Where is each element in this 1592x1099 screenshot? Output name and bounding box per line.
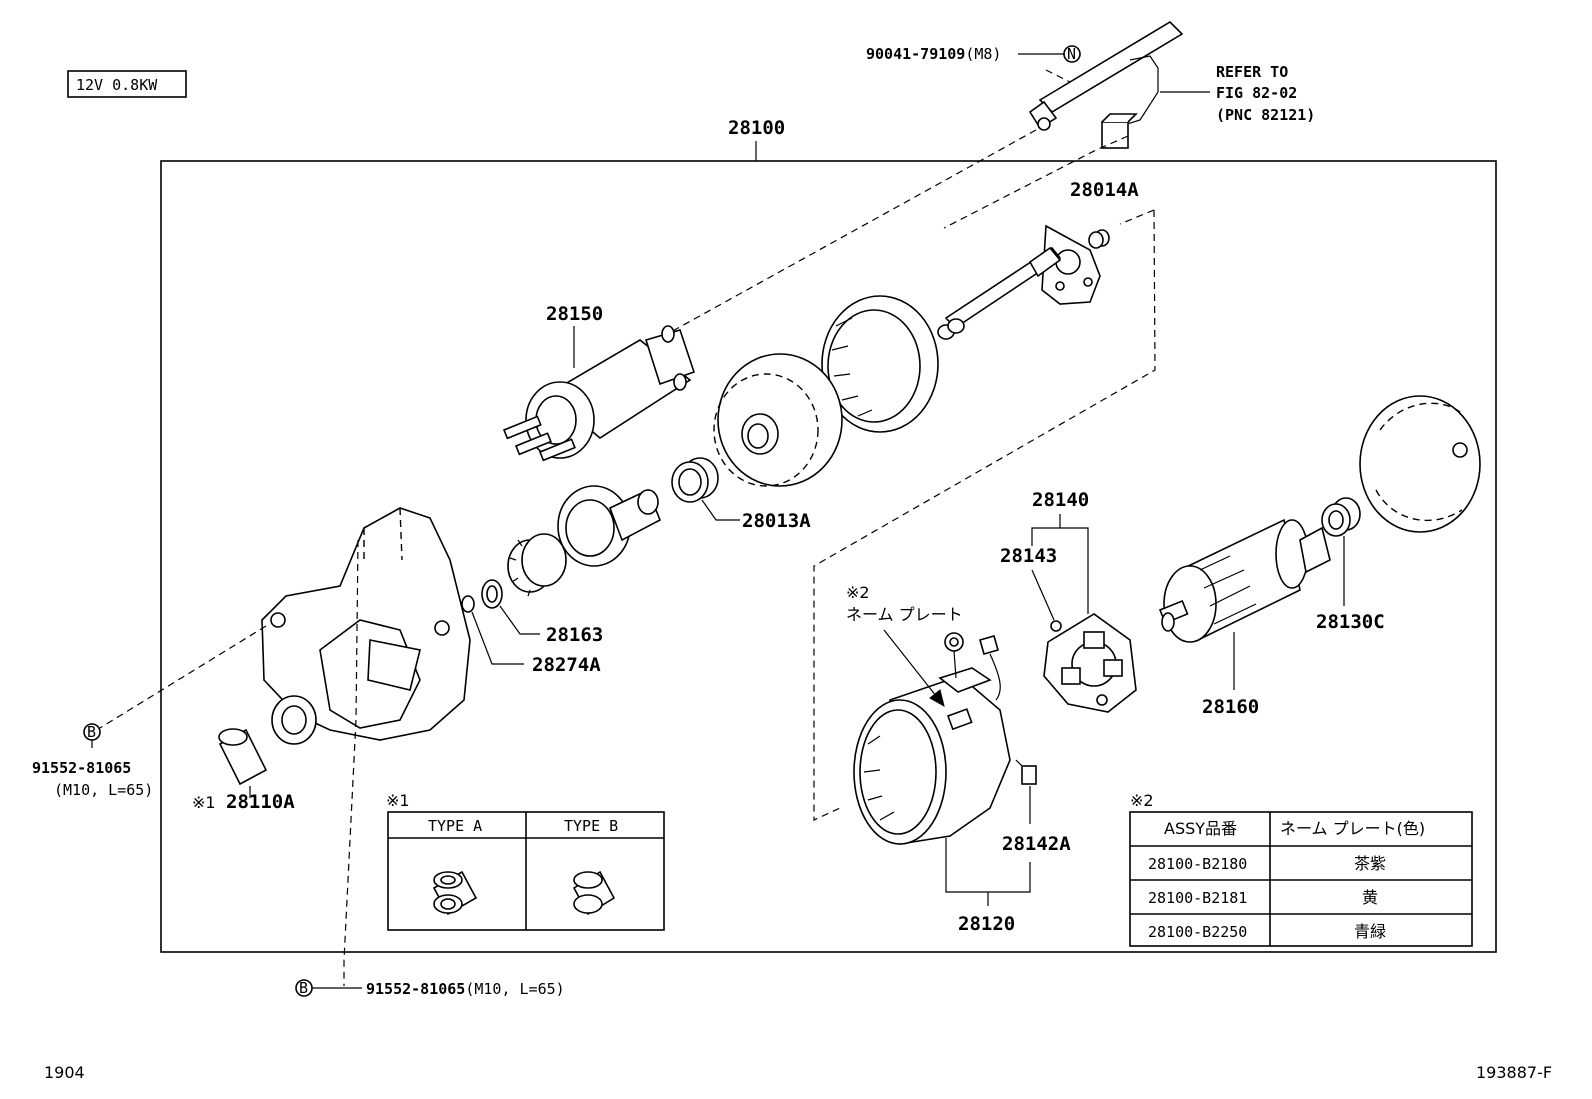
assy-row-3-color: 青緑	[1354, 922, 1386, 941]
label-28014A: 28014A	[1070, 179, 1139, 201]
part-28163-pinion	[507, 533, 567, 597]
label-28130C: 28130C	[1316, 611, 1385, 633]
label-28110A-mark: ※1	[192, 793, 216, 812]
bolt-n-part: 90041-79109(M8)	[866, 45, 1001, 63]
part-28120-field-frame	[853, 632, 1037, 845]
part-28274A-washer	[461, 579, 503, 613]
assembly-number: 28100	[728, 117, 785, 139]
part-28110A-bush	[218, 728, 268, 786]
label-28160: 28160	[1202, 696, 1259, 718]
label-28163: 28163	[546, 624, 603, 646]
type-table-col-b: TYPE B	[564, 817, 618, 835]
part-28013A-shape	[671, 457, 719, 503]
nameplate-label: ネーム プレート	[846, 605, 963, 624]
label-28143: 28143	[1000, 545, 1057, 567]
bolt-n-dash	[1045, 69, 1071, 83]
label-28110A: 28110A	[226, 791, 295, 813]
assembly-frame	[160, 160, 1497, 953]
leader-28140	[1031, 514, 1089, 614]
type-table-mark: ※1	[386, 791, 410, 810]
nameplate-mark: ※2	[846, 583, 870, 602]
assy-row-1-color: 茶紫	[1354, 854, 1386, 873]
bolt-b-bottom-part: 91552-81065(M10, L=65)	[366, 980, 565, 998]
assy-table	[1129, 811, 1473, 947]
label-28120: 28120	[958, 913, 1015, 935]
label-28013A: 28013A	[742, 510, 811, 532]
bolt-n-marker: N	[1067, 45, 1076, 63]
type-b-bush-icon	[572, 870, 616, 916]
label-28140: 28140	[1032, 489, 1089, 511]
bolt-b-left-dash	[99, 625, 267, 729]
assy-row-1-assy: 28100-B2180	[1148, 855, 1247, 873]
part-28130C-bearing	[1321, 497, 1361, 537]
refer-line2: FIG 82-02	[1216, 84, 1297, 102]
clutch	[557, 485, 662, 567]
footer-left: 1904	[44, 1063, 85, 1082]
spec-label-box	[67, 70, 187, 98]
bolt-b-left-size: (M10, L=65)	[54, 781, 153, 799]
part-28150-solenoid	[502, 325, 696, 462]
type-table	[387, 811, 665, 931]
leader-28163	[499, 605, 540, 635]
label-28274A: 28274A	[532, 654, 601, 676]
part-28014A-shape	[1088, 229, 1110, 249]
label-28150: 28150	[546, 303, 603, 325]
refer-line3: (PNC 82121)	[1216, 106, 1315, 124]
end-frame	[1359, 395, 1481, 533]
assy-header-assy: ASSY品番	[1164, 819, 1237, 838]
bolt-b-bottom-dash	[343, 539, 359, 986]
part-28140-brush-holder	[1043, 613, 1137, 713]
label-28142A: 28142A	[1002, 833, 1071, 855]
yoke-ring	[821, 295, 939, 433]
assy-row-2-assy: 28100-B2181	[1148, 889, 1247, 907]
bolt-b-left-marker: B	[87, 723, 96, 741]
drive-housing	[261, 507, 471, 745]
leader-28013A	[701, 499, 740, 521]
nameplate-arrow	[883, 629, 945, 707]
armature-group-dash-top	[1119, 209, 1155, 225]
nameplate-arrow-head	[929, 689, 945, 708]
footer-right: 193887-F	[1476, 1063, 1552, 1082]
leader-28143	[1031, 569, 1055, 621]
leader-28274A	[471, 611, 524, 665]
type-a-bush-icon	[432, 870, 478, 916]
spec-label: 12V 0.8KW	[76, 76, 158, 94]
assy-header-plate: ネーム プレート(色)	[1280, 819, 1425, 838]
refer-line1: REFER TO	[1216, 63, 1288, 81]
part-28160-armature	[1158, 518, 1331, 643]
assy-row-3-assy: 28100-B2250	[1148, 923, 1247, 941]
gear-housing	[713, 353, 843, 487]
bolt-b-left-part: 91552-81065	[32, 759, 131, 777]
shaft-plate	[937, 224, 1101, 340]
assy-table-mark: ※2	[1130, 791, 1154, 810]
alignment-line-main2	[943, 135, 1129, 229]
bolt-b-bottom-marker: B	[299, 979, 308, 997]
bolt-n-marker-circle	[1063, 45, 1081, 63]
type-table-col-a: TYPE A	[428, 817, 482, 835]
armature-group-dash	[813, 209, 1156, 821]
wire-harness	[1028, 20, 1210, 149]
assy-row-2-color: 黄	[1362, 888, 1378, 907]
